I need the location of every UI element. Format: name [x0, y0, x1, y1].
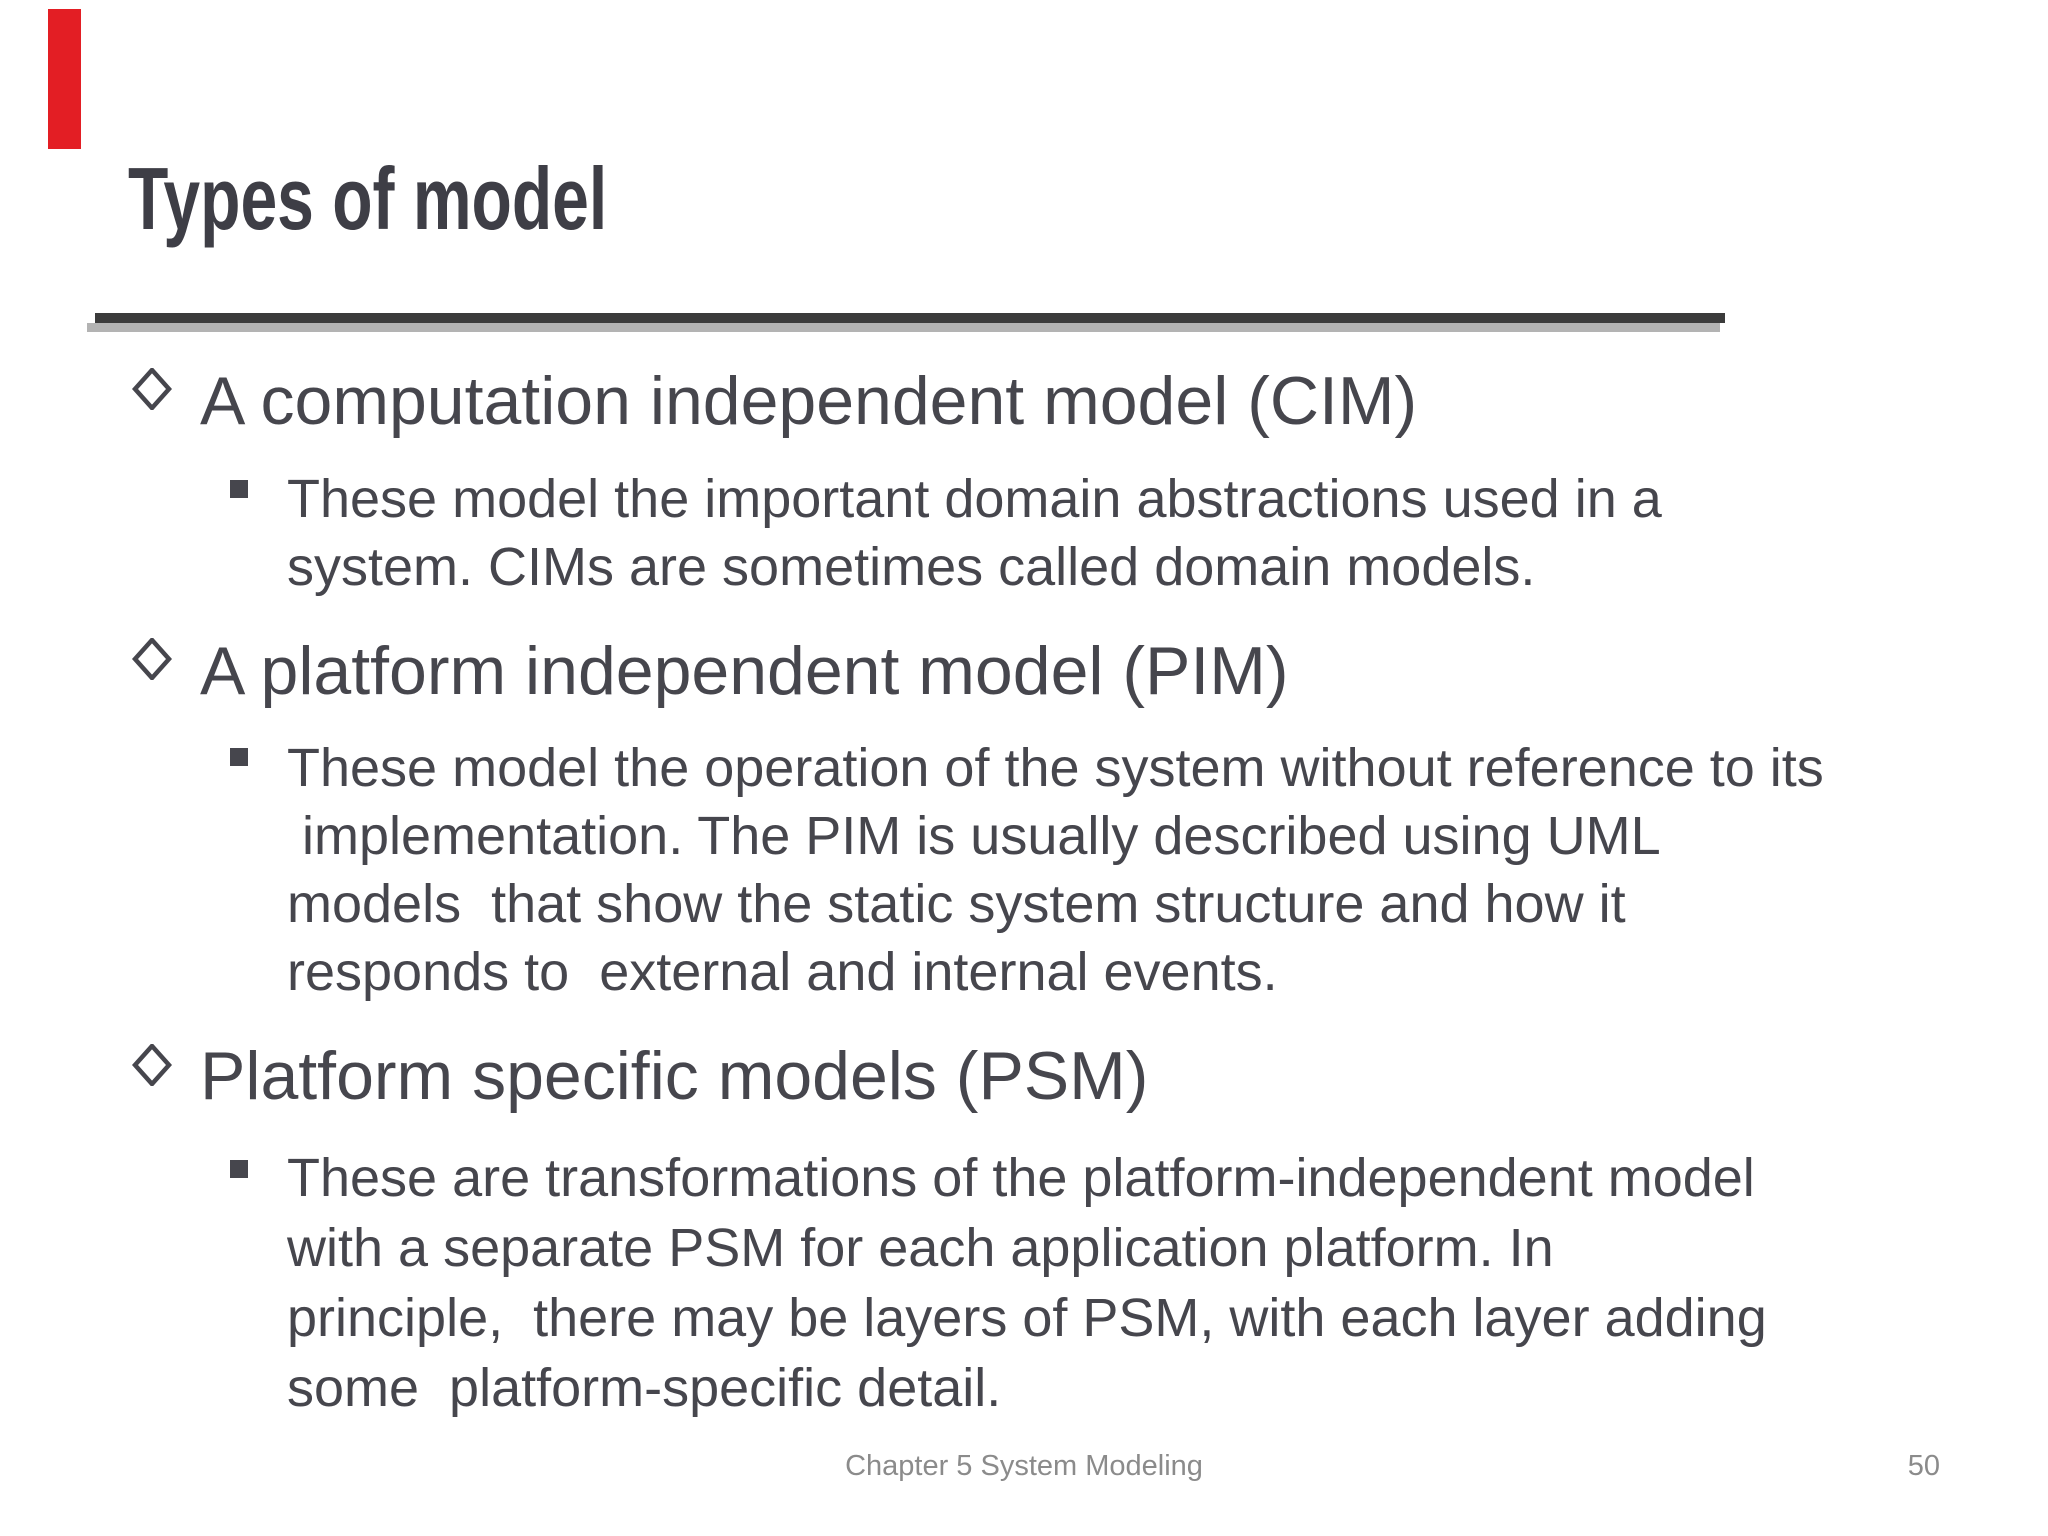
- red-marker-bar: [48, 9, 81, 149]
- square-bullet-icon: [230, 480, 248, 498]
- bullet-heading-cim: A computation independent model (CIM): [200, 363, 1418, 439]
- diamond-bullet-icon: [131, 636, 173, 682]
- diamond-bullet-icon: [131, 366, 173, 412]
- bullet-body-pim: These model the operation of the system …: [287, 738, 1824, 1002]
- square-bullet-icon: [230, 748, 248, 766]
- bullet-heading-pim: A platform independent model (PIM): [200, 633, 1289, 709]
- bullet-heading-psm: Platform specific models (PSM): [200, 1038, 1149, 1114]
- square-bullet-icon: [230, 1160, 248, 1178]
- footer-chapter-label: Chapter 5 System Modeling: [845, 1450, 1203, 1482]
- bullet-body-cim: These model the important domain abstrac…: [287, 469, 1662, 597]
- title-divider-rule-shadow: [87, 323, 1720, 332]
- bullet-body-psm: These are transformations of the platfor…: [287, 1148, 1767, 1418]
- diamond-bullet-icon: [131, 1042, 173, 1088]
- page-number: 50: [1907, 1450, 1940, 1482]
- slide-title: Types of model: [128, 149, 608, 248]
- title-divider-rule: [95, 313, 1725, 323]
